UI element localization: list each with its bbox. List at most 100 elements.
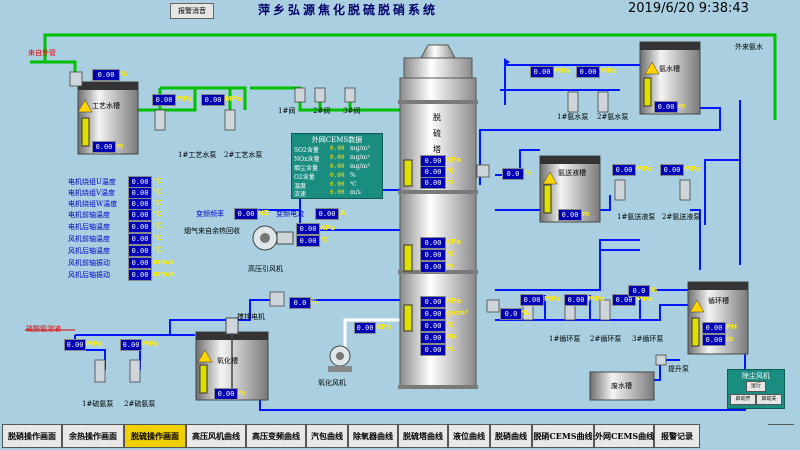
tab-drum-curve[interactable]: 汽包曲线 xyxy=(306,424,348,448)
oxidation-air-pressure-readout: 0.00 xyxy=(354,322,376,334)
tab-tower-curve[interactable]: 脱硫塔曲线 xyxy=(398,424,448,448)
tower-top-level-readout: 0.00 xyxy=(420,177,446,189)
motor-temp-label: 风机前轴振动 xyxy=(68,259,110,267)
datetime-display: 2019/6/20 9:38:43 xyxy=(628,1,749,16)
tab-external-cems-curve[interactable]: 外网CEMS曲线 xyxy=(594,424,654,448)
alarm-mute-button[interactable]: 报警消音 xyxy=(170,3,214,19)
desulf-valve-unit: % xyxy=(311,298,319,306)
process-pump1-pressure-unit: MPa xyxy=(176,95,193,103)
cems-row: NOx含量 0.00 mg/m³ xyxy=(294,154,382,163)
motor-temp-label: 电机绕组U温度 xyxy=(68,178,116,186)
tower-bottom-ph-unit: PH xyxy=(446,333,457,341)
process-pump2-label: 2#工艺水泵 xyxy=(224,151,263,159)
ammonia-transfer-pump2-label: 2#氨送液泵 xyxy=(662,213,701,221)
tab-hp-fan-curve[interactable]: 高压风机曲线 xyxy=(186,424,246,448)
current-label: 变频电流 xyxy=(276,210,304,218)
circ-inlet-valve-unit: % xyxy=(522,309,530,317)
tab-denitration-curve[interactable]: 脱硝曲线 xyxy=(490,424,532,448)
valve1-label: 1#阀 xyxy=(278,107,296,115)
dust-fan-start-button[interactable]: 启动开 xyxy=(730,394,756,405)
ammonium-pump2-pressure-readout: 0.00 xyxy=(120,339,142,351)
fan-outlet-temp-readout: 0.00 xyxy=(296,235,320,247)
tab-denitration-cems-curve[interactable]: 脱硝CEMS曲线 xyxy=(532,424,594,448)
cems-label: NOx含量 xyxy=(294,156,320,163)
tab-desulfurization[interactable]: 脱硫操作画面 xyxy=(124,424,186,448)
circ-tank-level-readout: 0.00 xyxy=(702,334,726,346)
tab-level-curve[interactable]: 液位曲线 xyxy=(448,424,490,448)
tower-mid-pressure-unit: KPa xyxy=(446,238,462,246)
dust-fan-stop-button[interactable]: 启动关 xyxy=(756,394,782,405)
motor-temp-label: 电机绕组V温度 xyxy=(68,189,116,197)
desulf-liquid-label: 硫酸氨溶液 xyxy=(26,325,61,333)
current-readout: 0.00 xyxy=(315,208,339,220)
process-water-level-readout: 0.00 xyxy=(92,141,116,153)
circ-return-valve-readout: 0.0 xyxy=(628,285,650,297)
ammonia-transfer-level-readout: 0.00 xyxy=(558,209,582,221)
motor-temp-label: 电机绕组W温度 xyxy=(68,200,118,208)
ammonium-pump1-pressure-readout: 0.00 xyxy=(64,339,86,351)
tab-waste-heat[interactable]: 余热操作画面 xyxy=(62,424,124,448)
mixer-label: 搅拌电机 xyxy=(237,313,265,321)
tower-bottom-temp-unit: ℃ xyxy=(446,321,455,329)
ammonia-transfer-pump2-pressure-readout: 0.00 xyxy=(660,164,684,176)
motor-temp-unit: mm/s xyxy=(153,270,175,278)
hp-fan-label: 高压引风机 xyxy=(248,265,283,273)
fan-outlet-pressure-readout: 0.00 xyxy=(296,223,320,235)
motor-temp-unit: ℃ xyxy=(153,177,162,185)
circ-return-valve-unit: % xyxy=(650,286,658,294)
freq-label: 变频频率 xyxy=(196,210,224,218)
motor-temp-label: 风机后轴温度 xyxy=(68,247,110,255)
oxidation-tank-label: 氧化槽 xyxy=(217,357,238,365)
tower-mid-level-unit: m xyxy=(446,262,454,270)
tower-mid-temp-readout: 0.00 xyxy=(420,249,446,261)
motor-temp-value: 0.00 xyxy=(128,257,152,269)
tower-bottom-density-unit: g/cm³ xyxy=(446,309,469,317)
external-ammonia-label: 外来氨水 xyxy=(735,43,763,51)
tab-denitration[interactable]: 脱硝操作画面 xyxy=(2,424,62,448)
flue-gas-label: 烟气来自余热回收 xyxy=(184,227,240,235)
cems-value: 0.00 xyxy=(330,189,345,196)
process-pump1-label: 1#工艺水泵 xyxy=(178,151,217,159)
current-unit: A xyxy=(340,209,346,217)
motor-temp-label: 风机后轴振动 xyxy=(68,271,110,279)
motor-temp-value: 0.00 xyxy=(128,269,152,281)
ammonia-transfer-level-unit: m xyxy=(582,210,590,218)
tower-mid-level-readout: 0.00 xyxy=(420,261,446,273)
valve2-label: 2#阀 xyxy=(313,107,331,115)
ammonia-feed-valve-unit: % xyxy=(525,169,533,177)
tower-label-3: 塔 xyxy=(433,145,441,154)
cems-label: 流速 xyxy=(294,191,307,198)
tower-bottom-density-readout: 0.00 xyxy=(420,308,446,320)
tab-hp-vfd-curve[interactable]: 高压变频曲线 xyxy=(246,424,306,448)
tower-top-temp-unit: ℃ xyxy=(446,167,455,175)
cems-unit: mg/m³ xyxy=(350,154,370,161)
cems-panel: 外网CEMS数据 SO2含量 0.00 mg/m³ NOx含量 0.00 mg/… xyxy=(291,133,383,199)
cems-unit: ℃ xyxy=(350,181,357,188)
tab-alarm-log[interactable]: 报警记录 xyxy=(654,424,700,448)
circ-tank-level-unit: m xyxy=(726,335,734,343)
circ-pump2-pressure-unit: MPa xyxy=(588,295,605,303)
ammonia-pump1-label: 1#氨水泵 xyxy=(557,113,589,121)
desulf-valve-readout: 0.0 xyxy=(289,297,311,309)
motor-temp-unit: ℃ xyxy=(153,222,162,230)
tab-deaerator-curve[interactable]: 除氧器曲线 xyxy=(348,424,398,448)
lift-pump-label: 提升泵 xyxy=(668,365,689,373)
cems-title: 外网CEMS数据 xyxy=(311,136,363,144)
waste-tank-label: 废水槽 xyxy=(611,382,632,390)
tower-mid-pressure-readout: 0.00 xyxy=(420,237,446,249)
ammonia-transfer-tank-label: 氨送液槽 xyxy=(558,169,586,177)
motor-temp-unit: ℃ xyxy=(153,210,162,218)
ammonium-pump1-pressure-unit: MPa xyxy=(86,340,103,348)
tower-label-2: 硫 xyxy=(433,129,441,138)
from-external-label: 来自外管 xyxy=(28,49,56,57)
motor-temp-value: 0.00 xyxy=(128,233,152,245)
motor-temp-unit: ℃ xyxy=(153,234,162,242)
cems-unit: % xyxy=(350,172,356,179)
ammonia-tank-level-readout: 0.00 xyxy=(654,101,678,113)
motor-temp-value: 0.00 xyxy=(128,221,152,233)
tower-bottom-pressure-readout: 0.00 xyxy=(420,296,446,308)
motor-temp-label: 电机后轴温度 xyxy=(68,223,110,231)
cems-unit: mg/m³ xyxy=(350,145,370,152)
ammonium-pump1-label: 1#硫氨泵 xyxy=(82,400,114,408)
